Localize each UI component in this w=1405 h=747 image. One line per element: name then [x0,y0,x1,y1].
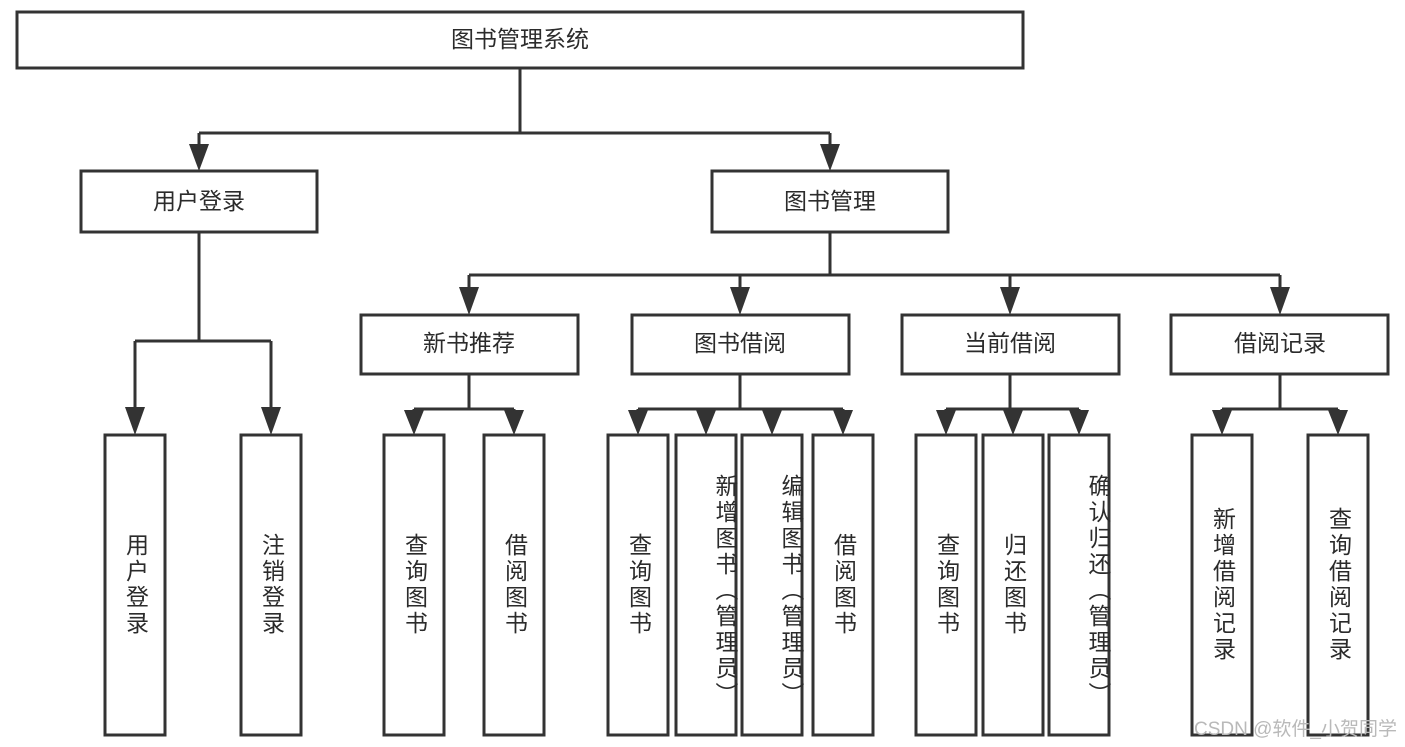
node-borrow-record-label: 借阅记录 [1234,330,1326,356]
node-root-box[interactable] [15,10,1025,70]
leaf-box-user-login[interactable] [103,433,167,737]
leaf-box-borrow-lend[interactable] [811,433,875,737]
arrow-head-currentborrow-leaf-1 [936,410,956,435]
leaf-box-current-confirm[interactable] [1047,433,1111,737]
arrow-head-bookborrow-leaf-2 [696,410,716,435]
arrow-head-bookborrow-leaf-3 [762,410,782,435]
arrow-head-root-to-login [189,144,209,171]
leaf-box-borrow-query[interactable] [606,433,670,737]
arrow-head-currentborrow-leaf-2 [1003,410,1023,435]
arrow-head-currentborrow-leaf-3 [1069,410,1089,435]
arrow-head-root-to-bookmgmt [820,144,840,171]
arrow-head-bookmgmt-to-current [1000,287,1020,315]
node-user-login-label: 用户登录 [153,188,245,214]
arrow-head-bookmgmt-to-newbook [459,287,479,315]
arrow-head-newbook-leaf-1 [404,410,424,435]
leaf-box-logout[interactable] [239,433,303,737]
arrow-head-bookborrow-leaf-4 [833,410,853,435]
leaf-box-newbook-borrow[interactable] [482,433,546,737]
arrow-head-borrowrecord-leaf-1 [1212,410,1232,435]
leaf-box-current-return[interactable] [981,433,1045,737]
arrow-head-bookmgmt-to-borrow [730,287,750,315]
leaf-box-record-query[interactable] [1306,433,1370,737]
leaf-box-borrow-edit[interactable] [740,433,804,737]
arrow-head-newbook-leaf-2 [504,410,524,435]
node-new-book-recommend-label: 新书推荐 [423,330,515,356]
arrow-head-bookborrow-leaf-1 [628,410,648,435]
arrow-head-borrowrecord-leaf-2 [1328,410,1348,435]
node-book-borrow-label: 图书借阅 [694,330,786,356]
leaf-box-current-query[interactable] [914,433,978,737]
leaf-box-record-add[interactable] [1190,433,1254,737]
leaf-box-newbook-query[interactable] [382,433,446,737]
node-book-management-label: 图书管理 [784,188,876,214]
node-new-book-recommend-box[interactable] [359,313,580,376]
node-current-borrow-label: 当前借阅 [964,330,1056,356]
node-current-borrow-box[interactable] [900,313,1121,376]
node-book-borrow-box[interactable] [630,313,851,376]
leaf-box-borrow-add[interactable] [674,433,738,737]
node-book-management-box[interactable] [710,169,950,234]
arrow-head-bookmgmt-to-record [1270,287,1290,315]
node-borrow-record-box[interactable] [1169,313,1390,376]
node-root-label: 图书管理系统 [451,26,589,52]
arrow-head-login-leaf-2 [261,407,281,435]
watermark-text: CSDN @软件_小贺同学 [1194,719,1397,740]
arrow-head-login-leaf-1 [125,407,145,435]
